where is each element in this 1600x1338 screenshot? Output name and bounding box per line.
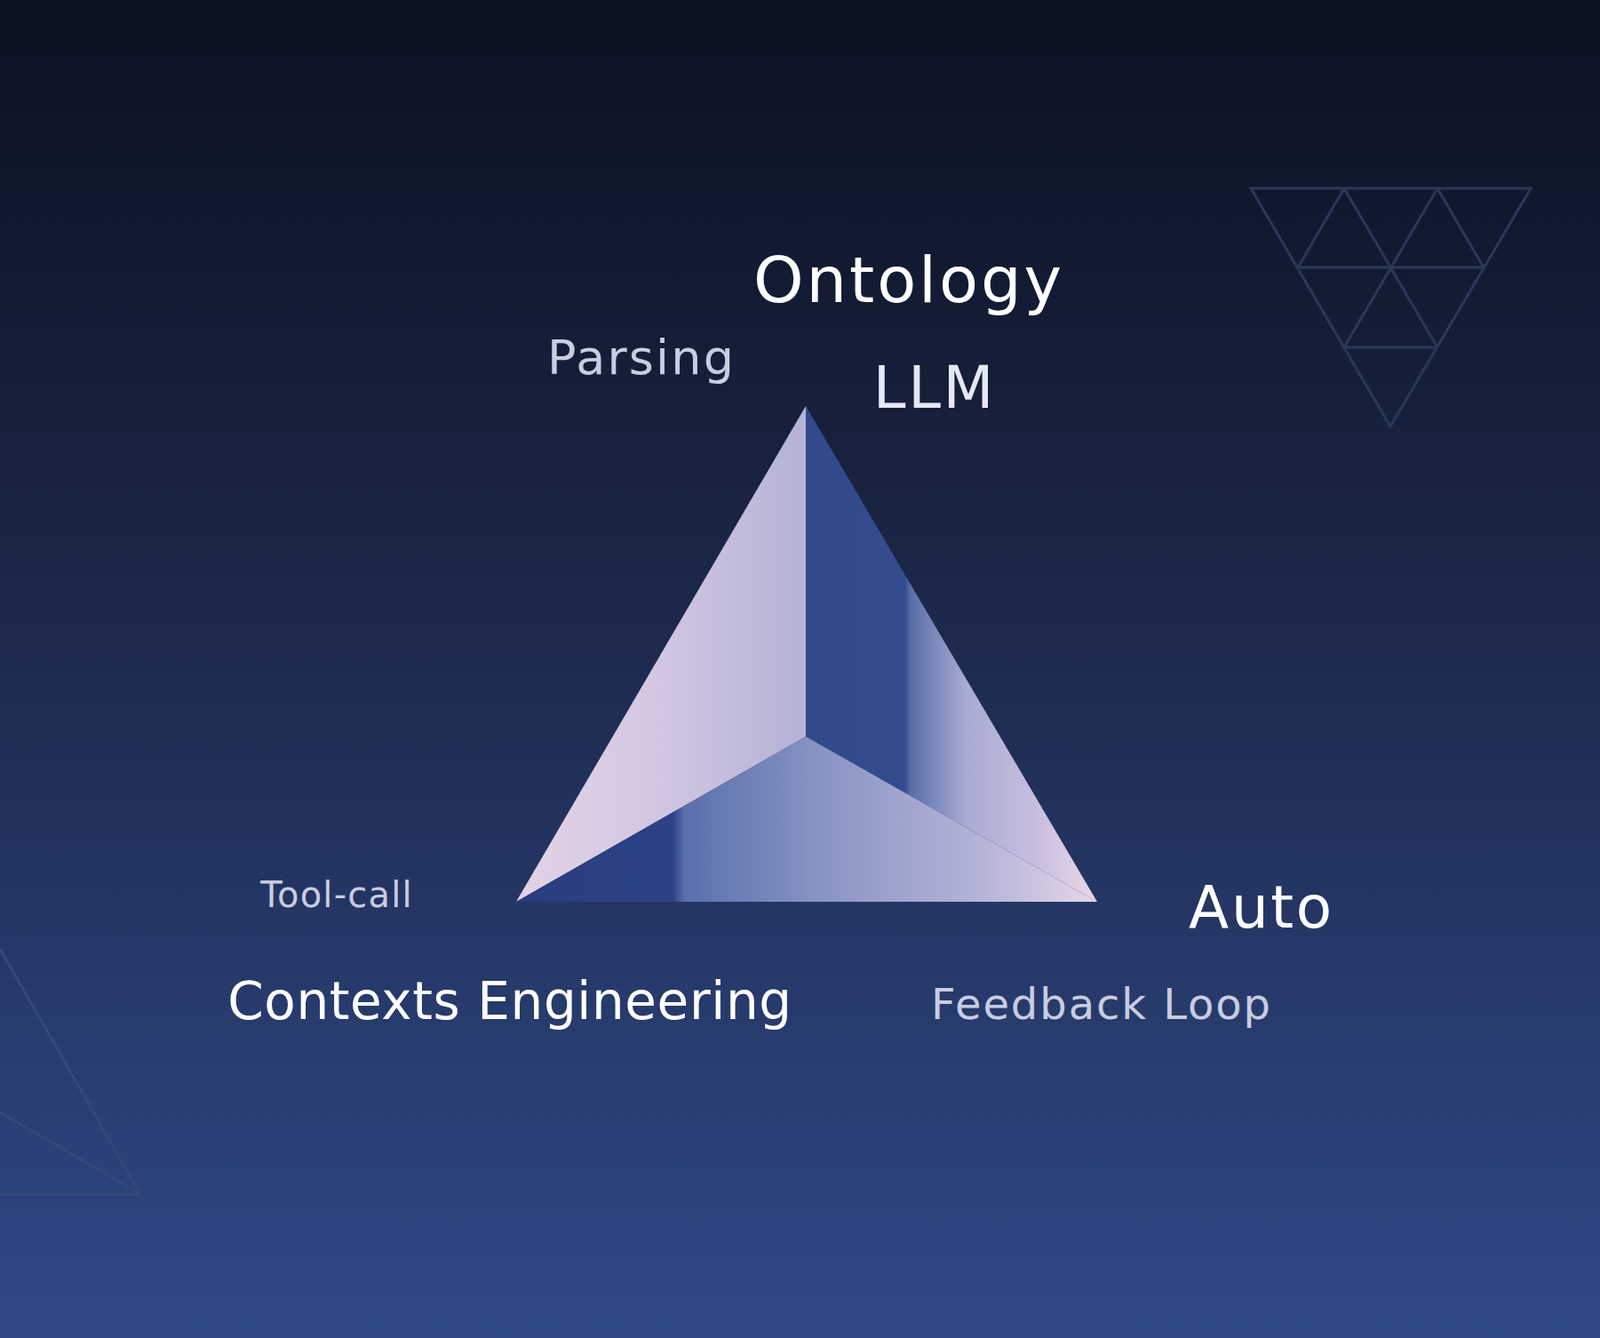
decor-triangle-grid bbox=[1250, 188, 1531, 427]
concept-label: Contexts Engineering bbox=[227, 975, 792, 1027]
concept-label: LLM bbox=[873, 358, 996, 418]
concept-label: Feedback Loop bbox=[931, 982, 1273, 1026]
concept-label: Tool-call bbox=[260, 876, 414, 913]
decor-triangle bbox=[0, 948, 141, 1195]
concept-label: Ontology bbox=[753, 247, 1065, 312]
concept-label: Parsing bbox=[547, 334, 736, 383]
concept-label: Auto bbox=[1188, 878, 1335, 938]
pyramid-face bbox=[516, 736, 1098, 902]
